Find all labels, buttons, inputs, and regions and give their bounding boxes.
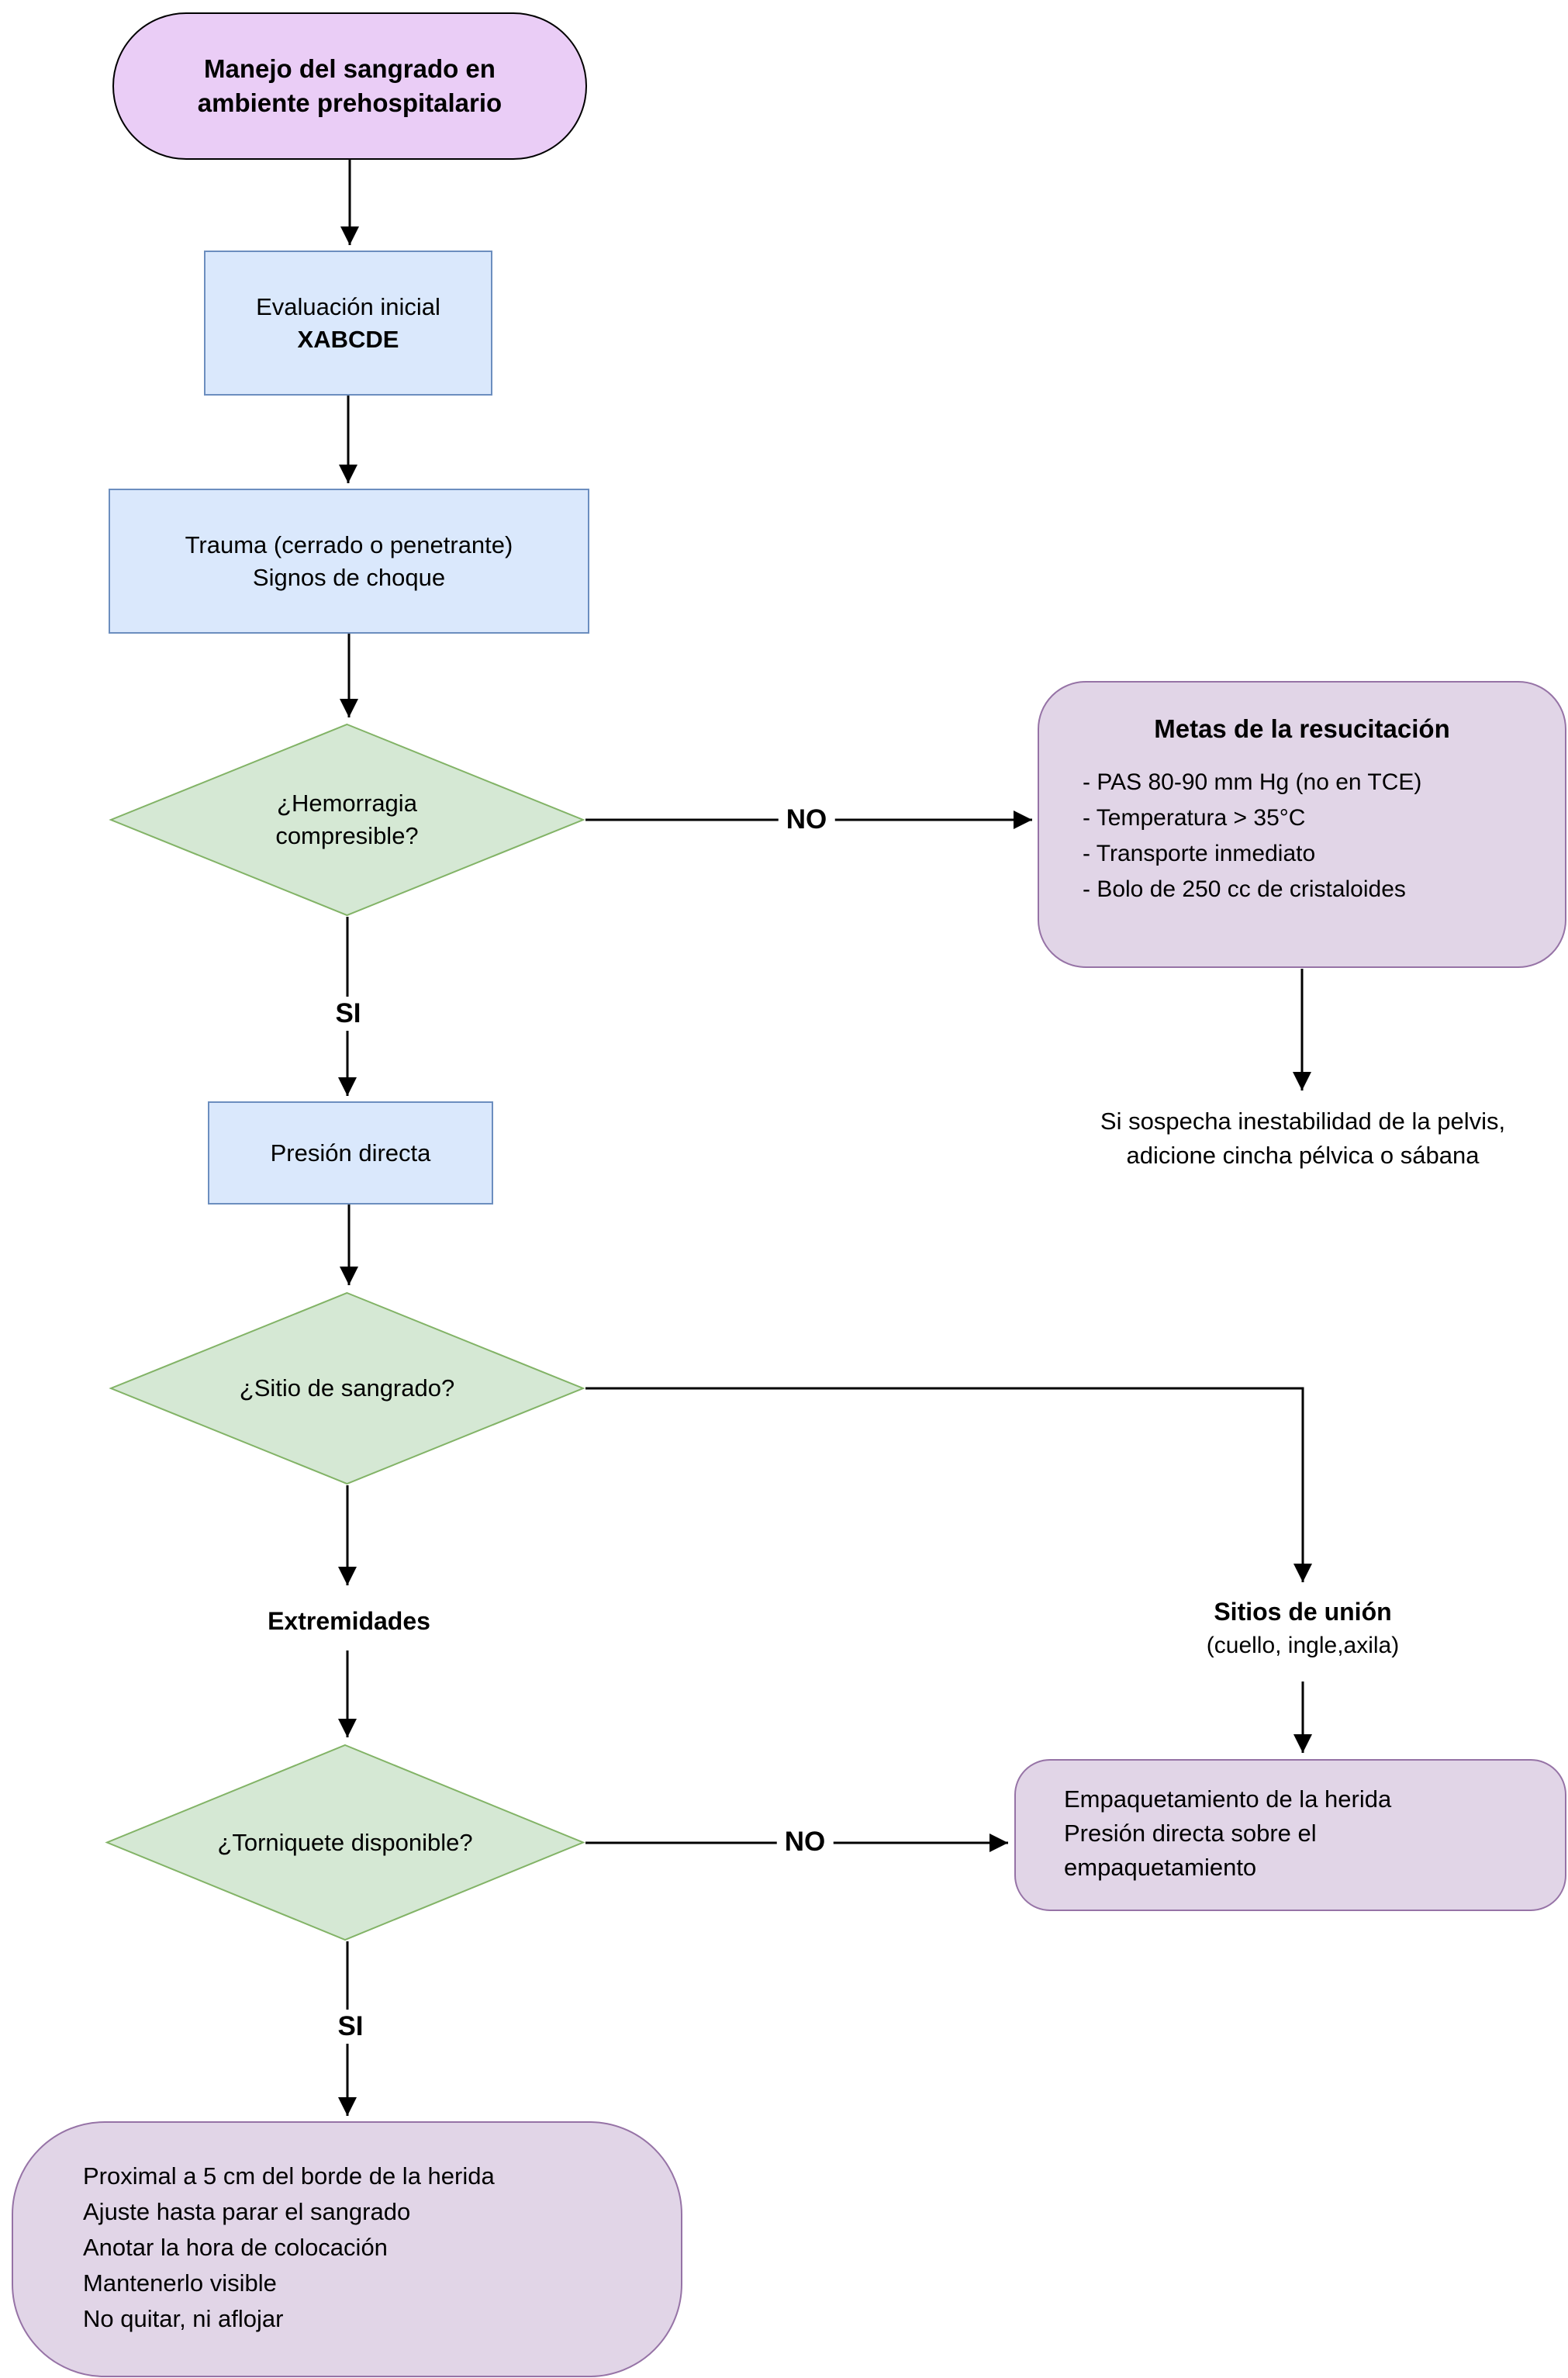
initial-assessment-line2: XABCDE [297, 325, 399, 353]
resuscitation-goals-list: - PAS 80-90 mm Hg (no en TCE) - Temperat… [1039, 765, 1565, 907]
wound-packing-node: Empaquetamiento de la herida Presión dir… [1014, 1759, 1566, 1911]
edge-label-hemorrhage-no: NO [778, 803, 835, 837]
tourniquet-instruction-line: Anotar la hora de colocación [83, 2234, 388, 2261]
resuscitation-goals-node: Metas de la resucitación - PAS 80-90 mm … [1038, 681, 1566, 968]
junction-sites-title: Sitios de unión [1214, 1598, 1392, 1626]
tourniquet-instruction-line: No quitar, ni aflojar [83, 2305, 284, 2332]
decision-bleeding-site: ¿Sitio de sangrado? [109, 1291, 585, 1485]
start-node-label: Manejo del sangrado en ambiente prehospi… [197, 54, 503, 117]
decision-hemorrhage-compressible: ¿Hemorragia compresible? [109, 723, 585, 917]
trauma-line1: Trauma (cerrado o penetrante) [185, 531, 513, 558]
hemorrhage-decision-line1: ¿Hemorragia [277, 790, 417, 817]
extremities-branch-label: Extremidades [268, 1607, 430, 1635]
trauma-line2: Signos de choque [252, 563, 446, 591]
edge-site-to-junction [585, 1387, 1312, 1582]
decision-tourniquet-available: ¿Torniquete disponible? [105, 1744, 585, 1941]
direct-pressure-node: Presión directa [208, 1101, 493, 1205]
initial-assessment-line1: Evaluación inicial [256, 292, 440, 320]
wound-packing-line1: Empaquetamiento de la herida [1064, 1785, 1392, 1813]
edge-label-hemorrhage-si: SI [327, 997, 369, 1031]
junction-sites-subtitle: (cuello, ingle,axila) [1206, 1633, 1400, 1658]
diamond-shape [105, 1744, 585, 1941]
tourniquet-instructions-node: Proximal a 5 cm del borde de la herida A… [12, 2121, 682, 2377]
tourniquet-decision-label: ¿Torniquete disponible? [217, 1828, 473, 1856]
diamond-shape [109, 723, 585, 917]
goal-item: - PAS 80-90 mm Hg (no en TCE) [1083, 769, 1422, 795]
tourniquet-instruction-line: Mantenerlo visible [83, 2269, 277, 2297]
pelvis-note-line1: Si sospecha inestabilidad de la pelvis, [1100, 1108, 1506, 1135]
goal-item: - Transporte inmediato [1083, 841, 1316, 866]
edge-label-tourniquet-si: SI [330, 2010, 371, 2044]
wound-packing-line3: empaquetamiento [1064, 1854, 1257, 1881]
tourniquet-instruction-line: Ajuste hasta parar el sangrado [83, 2198, 411, 2225]
junction-sites-label: Sitios de unión (cuello, ingle,axila) [1132, 1595, 1473, 1663]
pelvis-note-line2: adicione cincha pélvica o sábana [1126, 1142, 1480, 1169]
diamond-shape [109, 1291, 585, 1485]
start-node: Manejo del sangrado en ambiente prehospi… [112, 12, 587, 160]
edge-label-tourniquet-no: NO [776, 1825, 834, 1859]
initial-assessment-node: Evaluación inicial XABCDE [204, 251, 492, 396]
hemorrhage-decision-line2: compresible? [275, 822, 419, 849]
direct-pressure-label: Presión directa [270, 1139, 431, 1167]
tourniquet-instruction-line: Proximal a 5 cm del borde de la herida [83, 2162, 495, 2190]
wound-packing-line2: Presión directa sobre el [1064, 1820, 1317, 1847]
goal-item: - Temperatura > 35°C [1083, 805, 1306, 831]
pelvis-note: Si sospecha inestabilidad de la pelvis, … [1008, 1104, 1568, 1173]
trauma-node: Trauma (cerrado o penetrante) Signos de … [109, 489, 589, 634]
bleeding-site-label: ¿Sitio de sangrado? [239, 1374, 455, 1402]
resuscitation-goals-title: Metas de la resucitación [1154, 714, 1450, 743]
goal-item: - Bolo de 250 cc de cristaloides [1083, 876, 1406, 902]
